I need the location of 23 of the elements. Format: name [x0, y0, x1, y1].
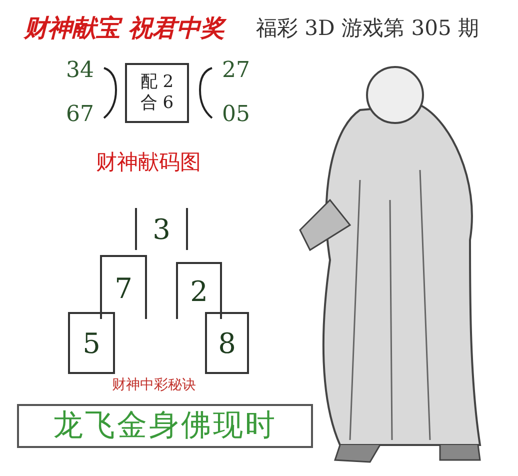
number: 34: [66, 58, 94, 83]
number-box: [205, 312, 249, 374]
caption: 财神献码图: [96, 149, 201, 176]
number-box: [68, 312, 115, 374]
heading: 福彩 3D 游戏第 305 期: [256, 15, 479, 42]
digit: 3: [152, 212, 170, 246]
number-box: [125, 63, 189, 123]
text: 龙飞金身佛现时: [53, 407, 277, 445]
text: 合 6: [140, 93, 174, 114]
digit: 7: [114, 270, 132, 306]
number: 05: [222, 102, 250, 127]
number-bracket: [135, 208, 188, 250]
text: 配 2: [140, 72, 174, 93]
number-bracket: [176, 262, 222, 319]
number-bracket: [100, 255, 147, 319]
verse-box: [17, 404, 313, 448]
digit: 5: [82, 326, 100, 360]
digit: 8: [218, 326, 236, 360]
number: 67: [66, 102, 94, 127]
title: 财神献宝 祝君中奖: [24, 12, 224, 44]
caption: 财神中彩秘诀: [112, 376, 196, 394]
digit: 2: [190, 274, 208, 309]
number: 27: [222, 58, 250, 83]
